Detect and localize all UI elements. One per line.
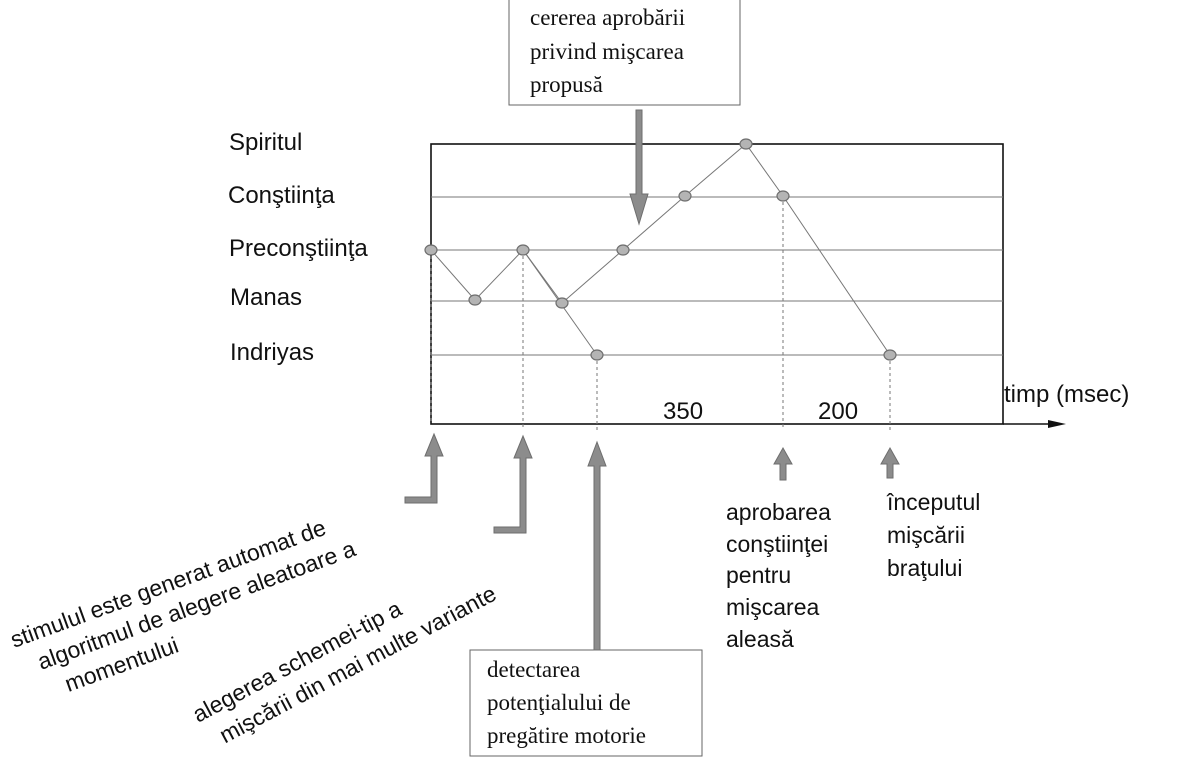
time-axis-arrowhead <box>1048 420 1066 428</box>
annotation-approval-line-5: aleasă <box>726 626 794 652</box>
box-approval-request-line-3: propusă <box>530 72 603 97</box>
node-indriyas-2 <box>883 349 897 361</box>
box-approval-request-line-2: privind mişcarea <box>530 39 684 64</box>
node-indriyas-1 <box>590 349 604 361</box>
arrow-l-schema <box>493 434 533 534</box>
interval-label-350: 350 <box>663 398 703 425</box>
node-spiritul <box>739 138 753 150</box>
level-lines <box>431 196 1003 356</box>
node-start <box>424 244 438 256</box>
level-labels: Spiritul Conştiinţa Preconştiinţa Manas … <box>228 129 368 366</box>
diagram-frame <box>430 143 1004 425</box>
annotation-approval-line-3: pentru <box>726 562 791 588</box>
annotation-approval-line-4: mişcarea <box>726 594 820 620</box>
process-nodes <box>424 138 897 361</box>
annotation-approval: aprobarea conştiinţei pentru mişcarea al… <box>726 499 831 652</box>
arrow-up-approval <box>773 446 793 481</box>
box-approval-request-frame <box>508 0 741 106</box>
level-label-preconstiinta: Preconştiinţa <box>229 235 368 262</box>
interval-label-200: 200 <box>818 398 858 425</box>
node-constiinta-1 <box>678 190 692 202</box>
annotation-movement-start-line-3: braţului <box>887 555 962 581</box>
box-readiness-potential-line-1: detectarea <box>487 657 580 682</box>
annotation-approval-line-1: aprobarea <box>726 499 831 525</box>
node-manas-1 <box>468 294 482 306</box>
node-manas-2 <box>555 297 569 309</box>
box-readiness-potential-line-2: potenţialului de <box>487 690 631 715</box>
level-label-constiinta: Conştiinţa <box>228 182 335 209</box>
arrow-up-readiness <box>587 440 607 651</box>
time-markers <box>430 196 891 430</box>
box-readiness-potential-line-3: pregătire motorie <box>487 723 646 748</box>
arrow-up-movement <box>880 446 900 479</box>
time-axis-label: timp (msec) <box>1004 381 1129 408</box>
arrow-down-approval-request <box>629 109 649 226</box>
arrow-l-stimulus <box>404 432 444 504</box>
annotation-movement-start-line-1: începutul <box>886 489 980 515</box>
box-approval-request-line-1: cererea aprobării <box>530 5 685 30</box>
box-readiness-potential-frame <box>469 649 703 757</box>
annotation-approval-line-2: conştiinţei <box>726 531 828 557</box>
annotation-movement-start: începutul mişcării braţului <box>886 489 980 581</box>
annotation-movement-start-line-2: mişcării <box>887 522 965 548</box>
level-label-spiritul: Spiritul <box>229 129 302 156</box>
box-readiness-potential: detectarea potenţialului de pregătire mo… <box>469 649 703 757</box>
box-approval-request: cererea aprobării privind mişcarea propu… <box>508 0 741 106</box>
node-preconstiinta-2 <box>516 244 530 256</box>
annotation-schema-line-2: mişcării din mai multe variante <box>215 580 500 748</box>
level-label-indriyas: Indriyas <box>230 339 314 366</box>
time-axis: timp (msec) <box>1003 381 1129 428</box>
node-constiinta-2 <box>776 190 790 202</box>
node-preconstiinta-3 <box>616 244 630 256</box>
level-label-manas: Manas <box>230 284 302 311</box>
